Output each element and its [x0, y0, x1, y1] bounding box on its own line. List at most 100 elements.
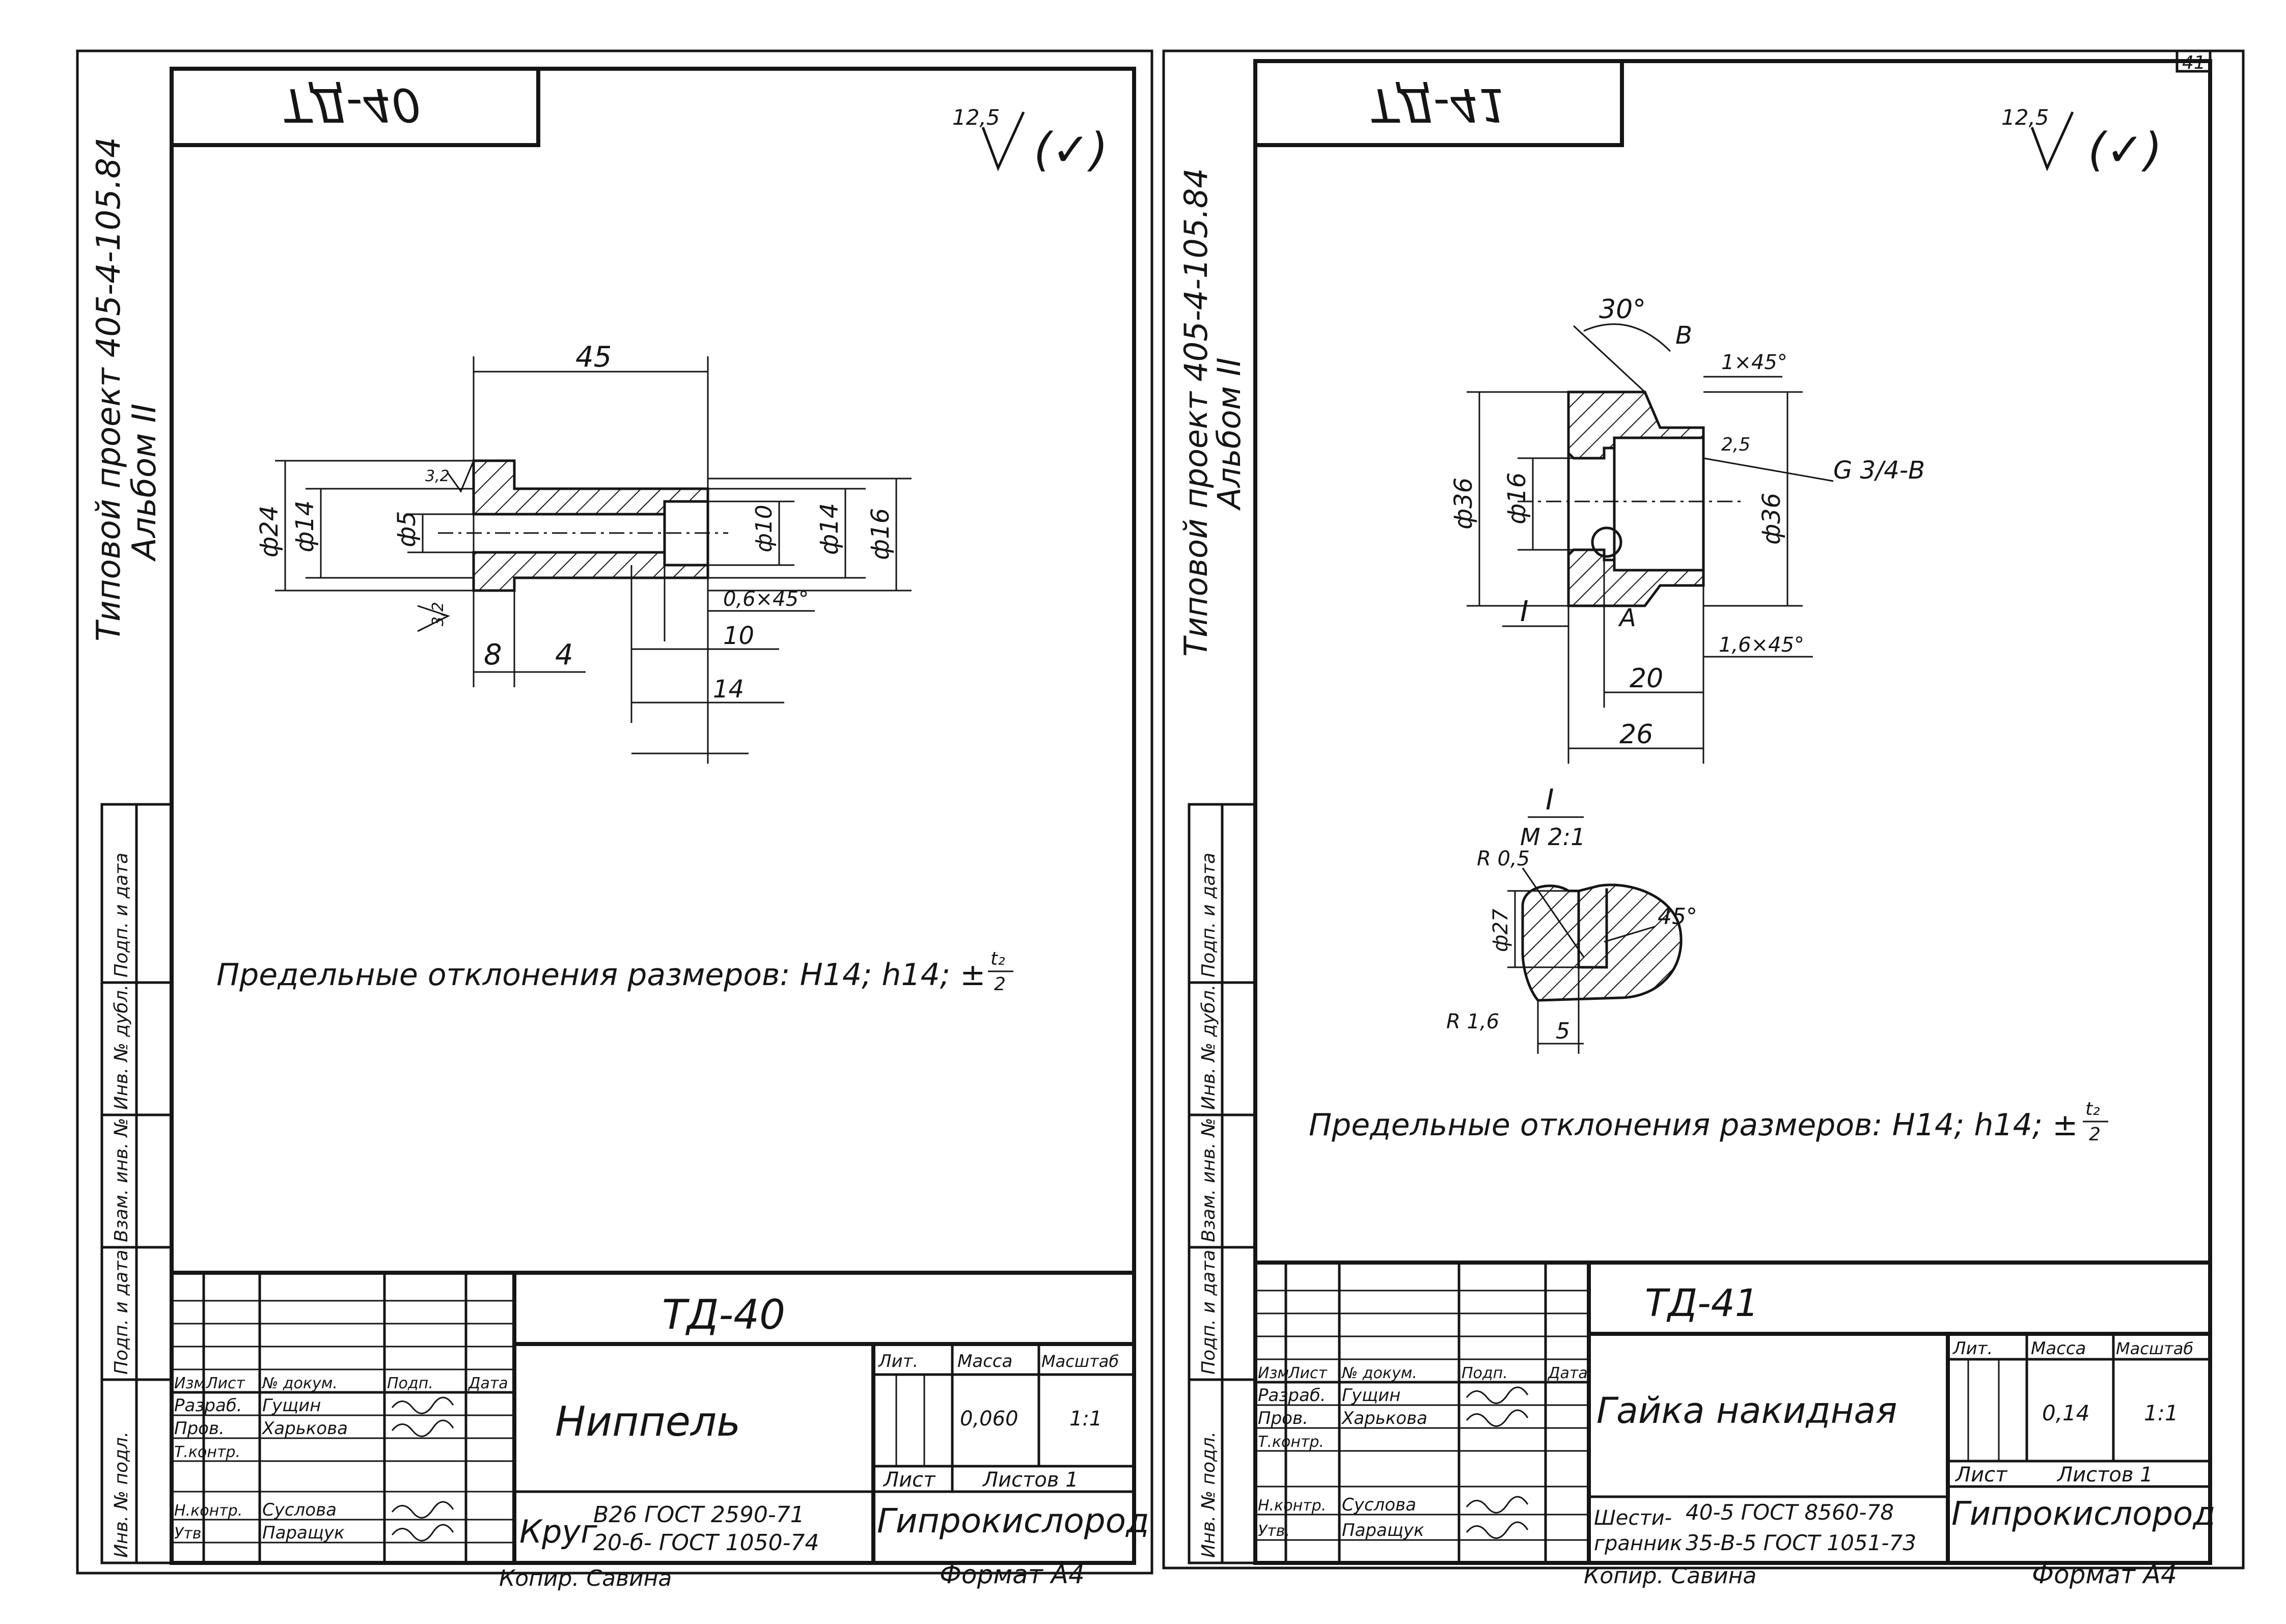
right-roughness-paren: (✓)	[2088, 123, 2162, 177]
left-sheet-label: Лист	[883, 1468, 936, 1492]
right-title-block: Изм Лист № докум. Подп. Дата Разраб. Гущ…	[1255, 1261, 2215, 1563]
right-strip-label-4: Инв. № дубл.	[1198, 985, 1219, 1110]
detail-r16: R 1,6	[1446, 1010, 1499, 1033]
right-vertical-title: Типовой проект 405-4-105.84	[1177, 168, 1215, 657]
left-hdr-date: Дата	[467, 1375, 508, 1392]
left-row1-role: Разраб.	[174, 1395, 242, 1416]
left-side-strip: Инв. № подл. Подп. и дата Взам. инв. № И…	[100, 803, 173, 1564]
left-scale-value: 1:1	[1069, 1407, 1102, 1431]
dim-nut-d16: ф16	[1503, 472, 1531, 524]
left-strip-label-2: Подп. и дата	[111, 1250, 132, 1375]
dim-nut-r25: 2,5	[1721, 434, 1750, 455]
right-part-name: Гайка накидная	[1596, 1390, 1897, 1432]
dim-nipple-4: 4	[555, 638, 573, 671]
left-strip-label-1: Инв. № подл.	[111, 1432, 132, 1558]
left-roughness-mark: 12,5 (✓)	[952, 105, 1108, 177]
right-code: ТД-41	[1645, 1281, 1759, 1325]
dim-nut-d36b: ф36	[1757, 493, 1786, 545]
dim-nipple-r32a: 3,2	[425, 467, 450, 485]
left-tolerance-num: t₂	[990, 948, 1005, 969]
right-sheet-label: Лист	[1954, 1463, 2008, 1487]
right-row2-role: Пров.	[1258, 1408, 1308, 1429]
right-row1-name: Гущин	[1342, 1385, 1400, 1406]
left-tolerance-note: Предельные отклонения размеров: Н14; h14…	[216, 948, 1013, 995]
right-strip-label-3: Взам. инв. №	[1198, 1118, 1219, 1242]
left-mirrored-code: ТД-40	[282, 78, 421, 131]
left-row2-role: Пров.	[174, 1418, 225, 1439]
dim-nut-chamfer1: 1×45°	[1721, 351, 1787, 374]
dim-nipple-8: 8	[484, 638, 502, 671]
right-tolerance-num: t₂	[2085, 1099, 2100, 1119]
left-organization: Гипрокислород	[877, 1501, 1149, 1541]
dim-nipple-d16: ф16	[866, 508, 895, 560]
right-sheets-label: Листов 1	[2056, 1463, 2153, 1487]
right-format: Формат А4	[2032, 1560, 2177, 1589]
left-scale-label: Масштаб	[1041, 1352, 1119, 1371]
left-copied: Копир. Савина	[499, 1565, 672, 1591]
right-mirrored-code-box	[1253, 59, 1624, 147]
left-tolerance-den: 2	[994, 974, 1006, 995]
right-row5-name: Паращук	[1342, 1520, 1424, 1541]
right-vertical-album: Альбом II	[1210, 357, 1248, 511]
dim-nipple-d10: ф10	[751, 505, 777, 552]
dim-nut-thread: G 3/4-B	[1833, 456, 1925, 485]
left-material-line2: 20-б- ГОСТ 1050-74	[593, 1530, 819, 1556]
detail-title: I	[1546, 783, 1554, 817]
right-mirrored-code: ТД-41	[1369, 78, 1508, 131]
detail-r05: R 0,5	[1477, 847, 1530, 871]
right-tolerance-text: Предельные отклонения размеров: Н14; h14…	[1309, 1107, 2078, 1143]
left-tolerance-text: Предельные отклонения размеров: Н14; h14…	[216, 957, 985, 993]
right-organization: Гипрокислород	[1951, 1495, 2215, 1533]
dim-nut-30: 30°	[1599, 294, 1646, 325]
dim-nipple-d14b: ф14	[815, 503, 844, 555]
left-vertical-title: Типовой проект 405-4-105.84	[90, 137, 128, 641]
left-roughness-value: 12,5	[952, 105, 1000, 130]
left-format: Формат А4	[940, 1560, 1085, 1589]
right-material-word-1: Шести-	[1594, 1506, 1672, 1530]
right-copied: Копир. Савина	[1584, 1563, 1756, 1589]
right-hdr-podp: Подп.	[1462, 1364, 1508, 1382]
right-scale-label: Масштаб	[2116, 1339, 2193, 1358]
left-code: ТД-40	[662, 1291, 785, 1338]
left-sheets-label: Листов 1	[982, 1468, 1079, 1492]
right-mass-value: 0,14	[2042, 1401, 2090, 1425]
detail-45: 45°	[1658, 904, 1697, 930]
left-strip-label-4: Инв. № дубл.	[111, 985, 132, 1110]
detail-section	[1521, 883, 1683, 1002]
left-mass-label: Масса	[957, 1351, 1012, 1371]
dim-nut-d36a: ф36	[1449, 478, 1478, 529]
left-strip-label-3: Взам. инв. №	[111, 1118, 132, 1242]
right-roughness-mark: 12,5 (✓)	[2001, 105, 2162, 177]
left-title-block: Изм Лист № докум. Подп. Дата Разраб. Гущ…	[172, 1271, 1149, 1563]
left-row2-name: Харькова	[261, 1418, 348, 1439]
detail-view-i: I М 2:1 R 0,5 ф27 45° R 1,6 5	[1446, 783, 1697, 1054]
left-roughness-paren: (✓)	[1034, 123, 1108, 177]
dim-nut-view-i: I	[1520, 595, 1529, 628]
left-part-name: Ниппель	[555, 1398, 740, 1445]
right-row1-role: Разраб.	[1258, 1385, 1326, 1406]
right-material-word-2: гранник	[1594, 1532, 1682, 1555]
left-row3-role: Т.контр.	[174, 1443, 240, 1461]
left-strip-label-5: Подп. и дата	[111, 853, 132, 977]
right-side-strip: Инв. № подл. Подп. и дата Взам. инв. № И…	[1188, 803, 1257, 1564]
right-roughness-value: 12,5	[2001, 105, 2049, 130]
right-lit-label: Лит.	[1952, 1338, 1993, 1359]
right-page-number-box	[2175, 49, 2212, 73]
right-hdr-izm: Изм	[1258, 1364, 1289, 1382]
dim-nut-26: 26	[1619, 719, 1653, 750]
left-mirrored-code-box	[170, 67, 540, 147]
right-row4-name: Суслова	[1342, 1495, 1416, 1515]
left-row4-role: Н.контр.	[174, 1502, 242, 1520]
dim-nipple-45: 45	[575, 341, 612, 374]
dim-nut-a: А	[1618, 604, 1636, 632]
left-row4-name: Суслова	[262, 1500, 337, 1520]
right-tolerance-note: Предельные отклонения размеров: Н14; h14…	[1309, 1099, 2108, 1145]
left-hdr-podp: Подп.	[387, 1375, 433, 1392]
right-hdr-list: Лист	[1288, 1364, 1328, 1382]
left-row5-name: Паращук	[262, 1523, 345, 1543]
left-hdr-list: Лист	[206, 1375, 246, 1392]
right-material-line2: 35-В-5 ГОСТ 1051-73	[1686, 1530, 1916, 1555]
left-hdr-doc: № докум.	[261, 1375, 338, 1392]
right-row5-role: Утв.	[1258, 1522, 1290, 1540]
